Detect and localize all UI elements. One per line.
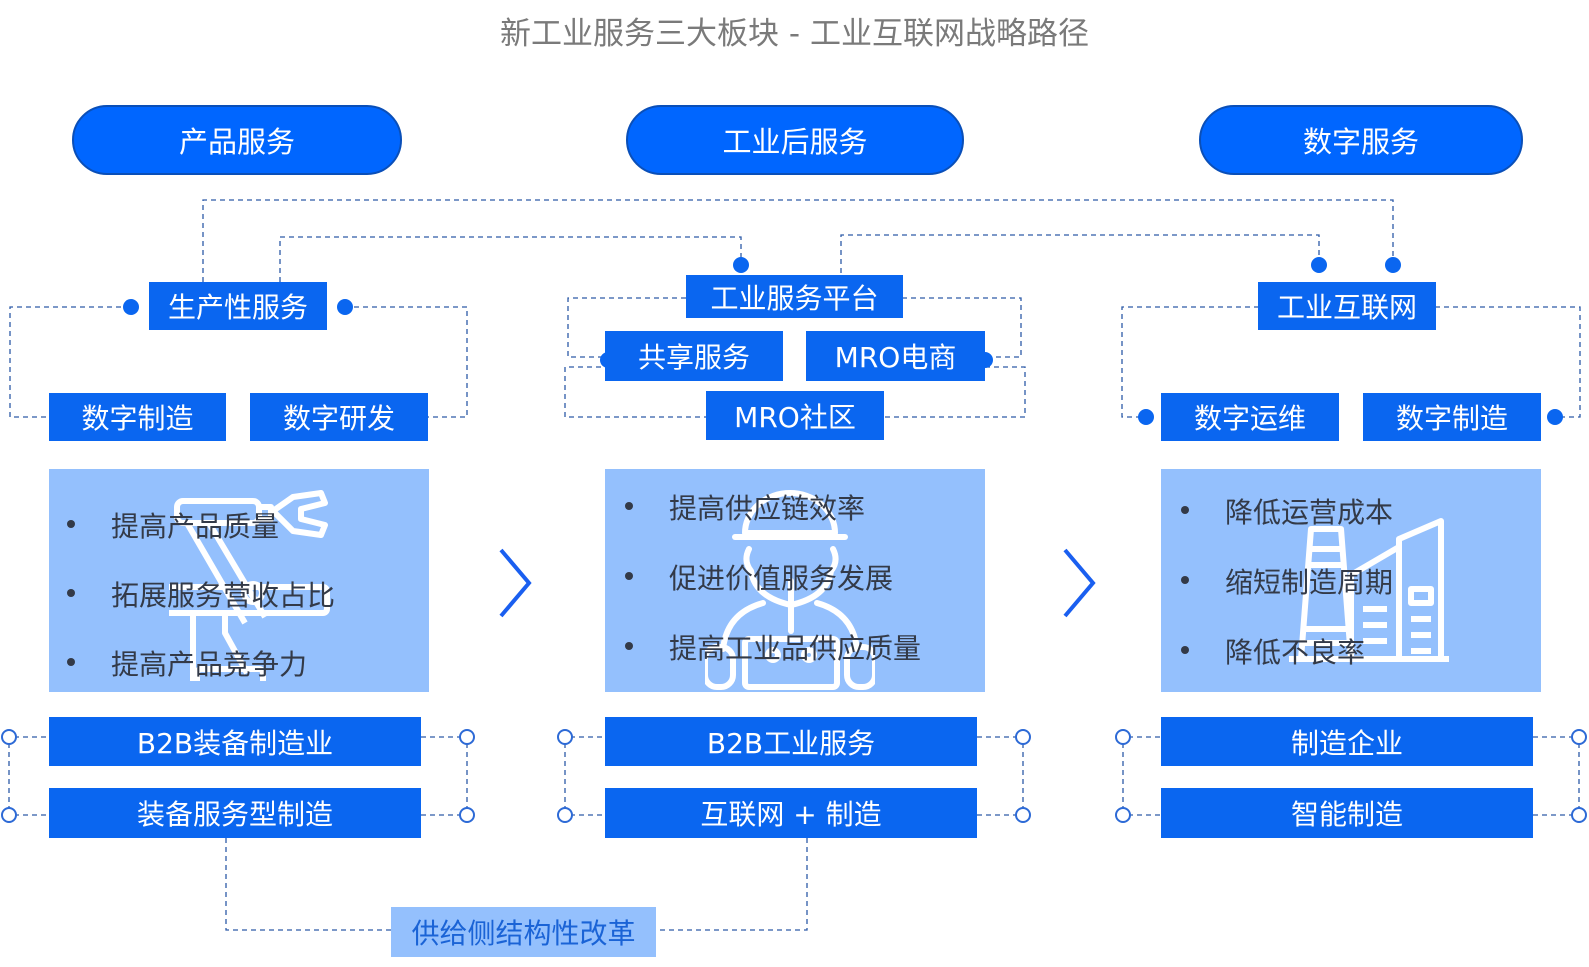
connector-ring (1015, 729, 1031, 745)
connector-line (279, 236, 742, 282)
connector-ring (1015, 807, 1031, 823)
panel-industrial-after-service: 提高供应链效率 促进价值服务发展 提高工业品供应质量 (605, 469, 985, 692)
connector-line (567, 297, 686, 358)
connector-ring (1, 729, 17, 745)
sub-digital-manufacturing[interactable]: 数字制造 (49, 393, 226, 441)
bullet-dot (1181, 646, 1189, 654)
bullet-dot (67, 658, 75, 666)
chevron-right-icon (499, 548, 532, 618)
bar-equipment-service-manufacturing[interactable]: 装备服务型制造 (49, 788, 421, 838)
connector-dot (1138, 409, 1154, 425)
header-product-service[interactable]: 产品服务 (72, 105, 402, 175)
connector-line (564, 366, 706, 418)
connector-line (1122, 736, 1580, 816)
bullet-item: 缩短制造周期 (1181, 561, 1393, 601)
bullet-item: 提高产品质量 (67, 505, 279, 545)
connector-dot (123, 299, 139, 315)
connector-ring (1571, 729, 1587, 745)
connector-dot (337, 299, 353, 315)
connector-line (840, 234, 1320, 282)
bar-manufacturing-enterprise[interactable]: 制造企业 (1161, 717, 1533, 766)
connector-ring (1115, 807, 1131, 823)
bullet-item: 促进价值服务发展 (625, 557, 893, 597)
sub-digital-ops[interactable]: 数字运维 (1161, 393, 1339, 441)
connector-dot (1311, 257, 1327, 273)
connector-dot (1547, 409, 1563, 425)
header-digital-service[interactable]: 数字服务 (1199, 105, 1523, 175)
connector-ring (557, 807, 573, 823)
connector-ring (1, 807, 17, 823)
bullet-dot (67, 520, 75, 528)
connector-line (1435, 306, 1581, 418)
hub-productive-service[interactable]: 生产性服务 (149, 282, 327, 330)
bullet-dot (625, 572, 633, 580)
sub-mro-ecommerce[interactable]: MRO电商 (806, 331, 985, 381)
connector-ring (1571, 807, 1587, 823)
hub-industrial-internet[interactable]: 工业互联网 (1258, 282, 1436, 330)
connector-ring (1115, 729, 1131, 745)
connector-ring (557, 729, 573, 745)
bar-internet-plus-manufacturing[interactable]: 互联网 + 制造 (605, 788, 977, 838)
connector-line (564, 736, 1024, 816)
bar-smart-manufacturing[interactable]: 智能制造 (1161, 788, 1533, 838)
supply-side-reform-label[interactable]: 供给侧结构性改革 (391, 907, 656, 957)
bullet-item: 提高供应链效率 (625, 487, 865, 527)
bullet-dot (1181, 506, 1189, 514)
panel-digital-service: 降低运营成本 缩短制造周期 降低不良率 (1161, 469, 1541, 692)
engineer-worker-icon (705, 490, 875, 690)
hub-industrial-service-platform[interactable]: 工业服务平台 (686, 275, 903, 318)
connector-line (884, 366, 1026, 418)
connector-ring (459, 729, 475, 745)
bar-b2b-equipment-manufacturing[interactable]: B2B装备制造业 (49, 717, 421, 766)
sub-digital-manufacturing-2[interactable]: 数字制造 (1363, 393, 1541, 441)
chevron-right-icon (1063, 548, 1096, 618)
connector-line (202, 199, 1394, 282)
header-industrial-after-service[interactable]: 工业后服务 (626, 105, 964, 175)
bullet-item: 降低运营成本 (1181, 491, 1393, 531)
connector-line (1121, 306, 1259, 418)
connector-line (9, 306, 130, 418)
bullet-dot (625, 502, 633, 510)
bullet-dot (67, 589, 75, 597)
bullet-item: 拓展服务营收占比 (67, 574, 335, 614)
panel-product-service: 提高产品质量 拓展服务营收占比 提高产品竞争力 (49, 469, 429, 692)
bullet-item: 降低不良率 (1181, 631, 1365, 671)
robot-arm-icon (169, 490, 330, 681)
sub-digital-rnd[interactable]: 数字研发 (250, 393, 428, 441)
bullet-item: 提高工业品供应质量 (625, 627, 921, 667)
bullet-dot (625, 642, 633, 650)
page-title: 新工业服务三大板块 - 工业互联网战略路径 (500, 16, 1089, 52)
bullet-item: 提高产品竞争力 (67, 643, 307, 683)
factory-icon (1289, 518, 1449, 662)
connector-ring (459, 807, 475, 823)
bullet-dot (1181, 576, 1189, 584)
connector-line (8, 736, 468, 816)
connector-line (902, 297, 1022, 358)
connector-dot (733, 257, 749, 273)
connector-line (225, 838, 808, 931)
sub-mro-community[interactable]: MRO社区 (706, 391, 884, 440)
connector-dot (1385, 257, 1401, 273)
bar-b2b-industrial-service[interactable]: B2B工业服务 (605, 717, 977, 766)
sub-shared-service[interactable]: 共享服务 (605, 331, 783, 381)
